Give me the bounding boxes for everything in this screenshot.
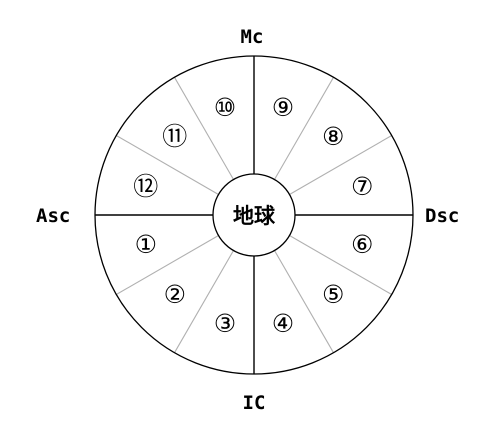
house-8-label: ⑧ [322, 122, 344, 151]
axis-lines [95, 56, 413, 374]
house-divider-line [289, 235, 392, 295]
house-12-label: ⑫ [133, 172, 158, 201]
house-divider-line [174, 250, 234, 353]
house-6-label: ⑥ [351, 230, 373, 259]
house-divider-line [174, 77, 234, 180]
house-3-label: ③ [214, 309, 236, 338]
house-2-label: ② [164, 280, 186, 309]
house-9-label: ⑨ [272, 93, 294, 122]
house-divider-line [116, 235, 219, 295]
center-label-earth: 地球 [233, 204, 276, 228]
house-divider-line [116, 135, 219, 195]
house-5-label: ⑤ [322, 280, 344, 309]
house-1-label: ① [135, 230, 157, 259]
mc-label: Mc [241, 26, 264, 48]
house-4-label: ④ [272, 309, 294, 338]
house-11-label: ⑪ [162, 122, 187, 151]
asc-label: Asc [36, 205, 70, 227]
house-divider-lines [116, 77, 392, 353]
center-circle [212, 173, 296, 257]
house-divider-line [289, 135, 392, 195]
house-divider-line [274, 250, 334, 353]
dsc-label: Dsc [425, 205, 459, 227]
ic-label: IC [243, 392, 266, 414]
outer-circle [94, 55, 414, 375]
house-divider-line [274, 77, 334, 180]
house-7-label: ⑦ [351, 172, 373, 201]
house-10-label: ⑩ [214, 93, 236, 122]
